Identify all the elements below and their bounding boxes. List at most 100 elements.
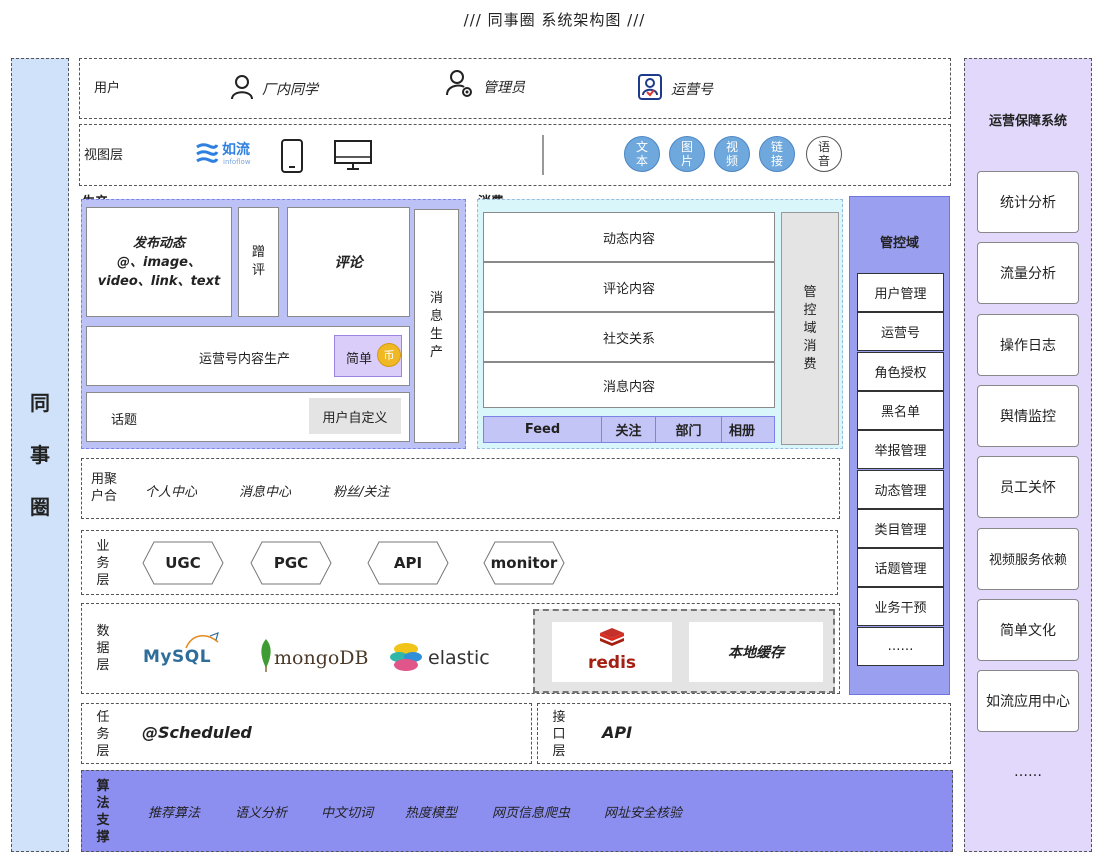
control-item-3: 黑名单 — [857, 390, 944, 430]
control-item-6: 类目管理 — [857, 508, 944, 548]
control-item-9: …… — [857, 626, 944, 666]
task-value: @Scheduled — [142, 723, 252, 742]
user-item-0: 厂内同学 — [262, 82, 318, 98]
view-divider — [542, 135, 544, 175]
ops-title: 运营保障系统 — [988, 113, 1067, 129]
algo-item-4: 网页信息爬虫 — [492, 806, 571, 821]
hex-api: API — [367, 541, 449, 585]
iface-label: 接口层 — [552, 709, 566, 759]
view-label: 视图层 — [84, 148, 124, 163]
hex-ugc: UGC — [142, 541, 224, 585]
circle-link: 链接 — [759, 136, 795, 172]
control-title: 管控域 — [879, 235, 919, 251]
consume-row-2: 社交关系 — [483, 312, 775, 362]
control-domain: 管控域 用户管理运营号角色授权黑名单举报管理动态管理类目管理话题管理业务干预…… — [849, 196, 950, 695]
mysql-logo: MySQL — [143, 647, 212, 667]
data-label: 数据层 — [96, 623, 110, 673]
control-item-0: 用户管理 — [857, 273, 944, 312]
left-banner-text: 同 事 圈 — [30, 391, 50, 519]
business-layer: 业务层 UGC PGC API monitor — [81, 530, 838, 595]
ops-item-4: 员工关怀 — [977, 456, 1079, 519]
users-row: 用户 厂内同学 管理员 运营号 — [79, 58, 951, 119]
user-item-1: 管理员 — [483, 80, 525, 96]
circle-voice: 语音 — [806, 136, 842, 172]
aggregate-item-0: 个人中心 — [145, 485, 198, 500]
hex-pgc: PGC — [250, 541, 332, 585]
task-layer: 任务层 @Scheduled — [81, 703, 532, 764]
ops-item-5: 视频服务依赖 — [977, 527, 1079, 590]
algo-item-3: 热度模型 — [405, 806, 458, 821]
consume-area: 动态内容 评论内容 社交关系 消息内容 Feed 关注 部门 相册 管控域消费 — [477, 199, 843, 449]
redis-logo-icon — [598, 627, 626, 655]
msg-produce-box: 消息生产 — [414, 209, 459, 443]
consume-row-0: 动态内容 — [483, 212, 775, 262]
admin-icon — [446, 69, 474, 103]
ops-account-icon — [637, 73, 663, 105]
circle-video: 视频 — [714, 136, 750, 172]
tab-follow: 关注 — [602, 417, 656, 442]
mongo-leaf-icon — [260, 638, 272, 676]
hex-monitor: monitor — [483, 541, 565, 585]
ops-item-2: 操作日志 — [977, 313, 1079, 376]
redis-box: redis — [552, 622, 672, 682]
algo-item-0: 推荐算法 — [148, 806, 201, 821]
control-item-7: 话题管理 — [857, 548, 944, 588]
page-title: /// 同事圈 系统架构图 /// — [463, 10, 646, 29]
control-item-8: 业务干预 — [857, 587, 944, 627]
algo-item-2: 中文切词 — [321, 806, 374, 821]
consume-control-box: 管控域消费 — [781, 212, 839, 445]
left-banner: 同 事 圈 — [11, 58, 69, 852]
topic-box: 话题 用户自定义 — [86, 392, 410, 442]
topic-label: 话题 — [111, 413, 138, 428]
local-cache-box: 本地缓存 — [689, 622, 823, 682]
circle-image: 图片 — [669, 136, 705, 172]
ruliu-sub: infoflow — [223, 158, 251, 166]
algo-label: 算法支撑 — [96, 779, 110, 845]
business-label: 业务层 — [96, 538, 110, 588]
tab-feed: Feed — [484, 417, 602, 442]
redis-logo: redis — [587, 653, 637, 673]
ops-item-0: 统计分析 — [977, 171, 1079, 233]
user-item-2: 运营号 — [671, 82, 713, 98]
elastic-logo: elastic — [428, 647, 490, 669]
ops-item-7: 如流应用中心 — [977, 670, 1079, 733]
simple-coin-box: 简单 币 — [334, 335, 402, 377]
ops-system: 运营保障系统 统计分析流量分析操作日志舆情监控员工关怀视频服务依赖简单文化如流应… — [964, 58, 1092, 852]
ops-content-box: 运营号内容生产 简单 币 — [86, 326, 410, 386]
algo-layer: 算法支撑 推荐算法 语义分析 中文切词 热度模型 网页信息爬虫 网址安全核验 — [81, 770, 953, 852]
consume-row-3: 消息内容 — [483, 362, 775, 408]
desktop-icon — [333, 139, 373, 175]
aggregate-item-2: 粉丝/关注 — [333, 485, 390, 500]
coin-icon: 币 — [377, 343, 401, 367]
aggregate-label: 用聚 户合 — [91, 472, 118, 504]
ops-item-6: 简单文化 — [977, 598, 1079, 661]
publish-box: 发布动态 @、image、 video、link、text — [86, 207, 232, 317]
view-layer: 视图层 如流 infoflow 文本 图片 视频 链接 语音 — [79, 124, 951, 186]
data-layer: 数据层 MySQL mongoDB elastic redis 本地缓存 — [81, 603, 840, 694]
ops-item-3: 舆情监控 — [977, 384, 1079, 447]
cache-group: redis 本地缓存 — [533, 609, 835, 693]
custom-box: 用户自定义 — [309, 398, 401, 434]
interface-layer: 接口层 API — [537, 703, 951, 764]
iface-value: API — [602, 723, 633, 742]
ops-content-label: 运营号内容生产 — [199, 352, 291, 367]
consume-row-1: 评论内容 — [483, 262, 775, 312]
mongo-logo: mongoDB — [274, 647, 369, 669]
mysql-logo-icon — [182, 630, 222, 654]
phone-icon — [280, 139, 304, 177]
algo-item-5: 网址安全核验 — [604, 806, 683, 821]
comment-box: 评论 — [287, 207, 410, 317]
consume-tabs: Feed 关注 部门 相册 — [483, 416, 775, 443]
circle-text: 文本 — [624, 136, 660, 172]
elastic-logo-icon — [389, 642, 423, 676]
ops-item-1: 流量分析 — [977, 242, 1079, 305]
control-item-1: 运营号 — [857, 312, 944, 352]
control-item-4: 举报管理 — [857, 430, 944, 470]
control-item-5: 动态管理 — [857, 469, 944, 509]
user-icon — [230, 74, 254, 104]
algo-item-1: 语义分析 — [235, 806, 288, 821]
ruliu-name: 如流 — [222, 142, 250, 158]
tab-album: 相册 — [728, 424, 755, 439]
users-label: 用户 — [94, 81, 121, 96]
aggregate-item-1: 消息中心 — [239, 485, 292, 500]
